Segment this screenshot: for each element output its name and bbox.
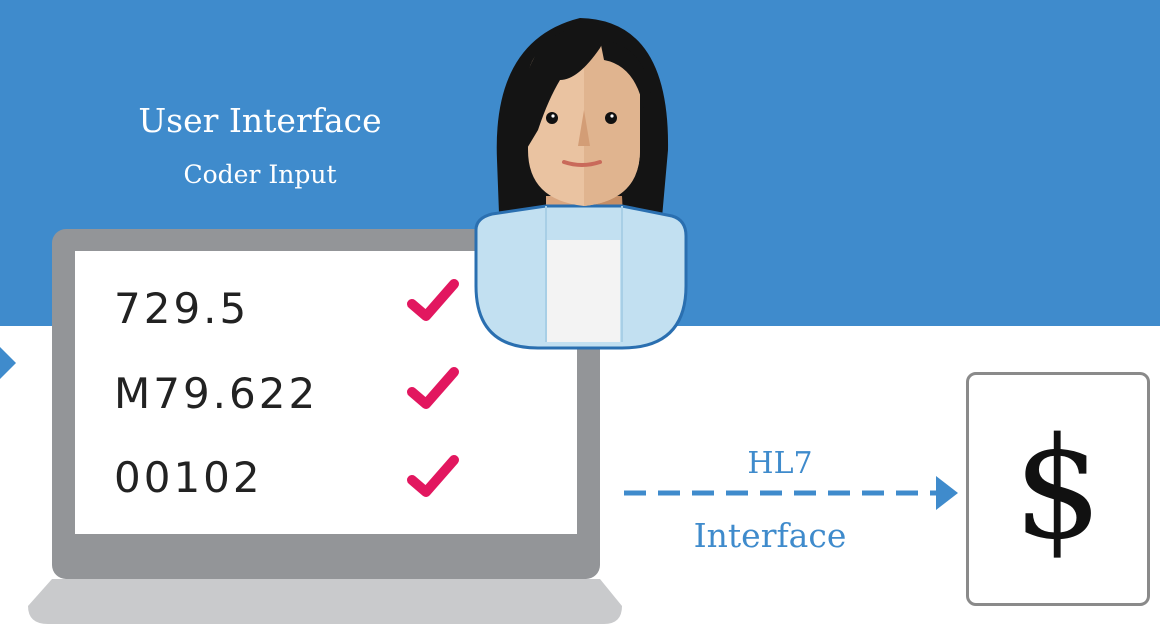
- code-value-1: 729.5: [114, 284, 250, 333]
- billing-box: $: [966, 372, 1150, 606]
- check-icon: [407, 279, 459, 321]
- laptop-base: [28, 579, 622, 624]
- dollar-symbol: $: [1013, 408, 1103, 571]
- interface-label: Interface: [693, 516, 847, 555]
- ui-title: User Interface: [138, 101, 382, 140]
- code-value-2: M79.622: [114, 369, 319, 418]
- code-value-3: 00102: [114, 453, 263, 502]
- check-icon: [407, 455, 459, 497]
- check-icon: [407, 367, 459, 409]
- ui-subtitle: Coder Input: [183, 160, 337, 189]
- incoming-arrow-icon: [0, 347, 16, 379]
- hl7-label: HL7: [747, 446, 813, 481]
